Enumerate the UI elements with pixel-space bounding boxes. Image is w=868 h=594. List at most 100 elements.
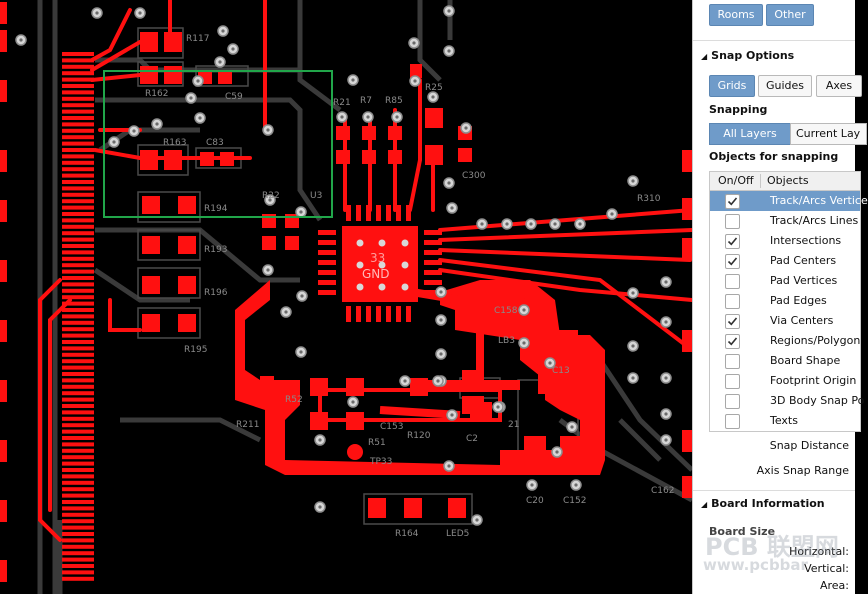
label-r211: R211	[236, 420, 259, 430]
snap-checkbox[interactable]	[725, 294, 740, 309]
collapse-triangle-icon: ◢	[701, 500, 708, 509]
vias[interactable]	[15, 5, 672, 526]
area-label: Area:	[819, 579, 849, 592]
pcb-canvas[interactable]: R117 R162 C59 R163 C83 R194 R193 R196 R1…	[0, 0, 694, 594]
snap-checkbox[interactable]	[725, 374, 740, 389]
smd-pads[interactable]	[140, 32, 692, 518]
board-information-header[interactable]: ◢Board Information	[701, 497, 825, 510]
board-information-title: Board Information	[711, 497, 825, 510]
snap-checkbox[interactable]	[725, 354, 740, 369]
u3-ic[interactable]	[318, 205, 442, 322]
collapse-triangle-icon: ◢	[701, 52, 708, 61]
snap-object-name: Footprint Origin	[770, 374, 857, 387]
snap-object-row[interactable]: Footprint Origin	[710, 371, 860, 391]
label-pad-33: 33	[370, 251, 385, 265]
properties-panel: Rooms Other ◢Snap Options Grids Guides A…	[692, 0, 868, 594]
tab-grids[interactable]: Grids	[709, 75, 755, 97]
label-r51: R51	[368, 438, 386, 448]
label-r195: R195	[184, 345, 207, 355]
label-r120: R120	[407, 431, 431, 441]
snap-distance-label: Snap Distance	[769, 439, 849, 452]
label-r22: R22	[262, 191, 280, 201]
snap-checkbox[interactable]	[725, 394, 740, 409]
label-r196: R196	[204, 288, 228, 298]
tab-axes[interactable]: Axes	[816, 75, 862, 97]
horizontal-label: Horizontal:	[789, 545, 849, 558]
snap-object-name: Track/Arcs Vertice	[770, 194, 868, 207]
snapping-label: Snapping	[709, 103, 768, 116]
snap-checkbox[interactable]	[725, 334, 740, 349]
snap-object-name: Via Centers	[770, 314, 834, 327]
snap-checkbox[interactable]	[725, 214, 740, 229]
label-led5: LED5	[446, 529, 469, 539]
snap-object-row[interactable]: Track/Arcs Lines	[710, 211, 860, 231]
snap-object-row[interactable]: Pad Edges	[710, 291, 860, 311]
label-r117: R117	[186, 34, 209, 44]
snap-checkbox[interactable]	[725, 194, 740, 209]
snap-object-row[interactable]: Via Centers	[710, 311, 860, 331]
label-lb3: LB3	[498, 336, 515, 346]
axis-snap-range-label: Axis Snap Range	[756, 464, 849, 477]
label-c21: 21	[508, 420, 519, 430]
watermark-logo: PCB 联盟网	[705, 533, 839, 561]
label-r85: R85	[385, 96, 403, 106]
checkmark-icon	[727, 237, 738, 246]
snap-object-row[interactable]: Board Shape	[710, 351, 860, 371]
col-objects: Objects	[767, 174, 809, 187]
label-c152: C152	[563, 496, 586, 506]
edge-connector	[0, 2, 94, 582]
watermark-url: www.pcbbar	[703, 556, 808, 574]
other-button[interactable]: Other	[766, 4, 814, 26]
label-r164: R164	[395, 529, 419, 539]
vertical-label: Vertical:	[804, 562, 849, 575]
snap-object-row[interactable]: Pad Vertices	[710, 271, 860, 291]
label-c2: C2	[466, 434, 478, 444]
snap-checkbox[interactable]	[725, 274, 740, 289]
label-r162: R162	[145, 89, 168, 99]
label-c59: C59	[225, 92, 243, 102]
snap-object-name: Track/Arcs Lines	[770, 214, 859, 227]
snap-options-header[interactable]: ◢Snap Options	[701, 49, 794, 62]
checkmark-icon	[727, 257, 738, 266]
snap-checkbox[interactable]	[725, 414, 740, 429]
selection-rectangle[interactable]	[103, 70, 333, 218]
rooms-button[interactable]: Rooms	[709, 4, 763, 26]
label-r21: R21	[333, 98, 351, 108]
label-r310: R310	[637, 194, 661, 204]
seg-all-layers[interactable]: All Layers	[709, 123, 791, 145]
board-size-label: Board Size	[709, 525, 776, 538]
table-header: On/Off Objects	[710, 172, 860, 191]
label-c158: C158	[494, 306, 518, 316]
snap-object-row[interactable]: Track/Arcs Vertice	[710, 191, 868, 211]
checkmark-icon	[727, 337, 738, 346]
snap-object-row[interactable]: Intersections	[710, 231, 860, 251]
label-c300: C300	[462, 171, 486, 181]
snap-object-row[interactable]: 3D Body Snap Po	[710, 391, 864, 411]
tab-guides[interactable]: Guides	[758, 75, 812, 97]
label-c20: C20	[526, 496, 544, 506]
label-r193: R193	[204, 245, 227, 255]
snap-object-name: Pad Edges	[770, 294, 827, 307]
label-tp33: TP33	[369, 457, 392, 467]
snap-checkbox[interactable]	[725, 234, 740, 249]
snap-checkbox[interactable]	[725, 254, 740, 269]
snap-object-row[interactable]: Regions/Polygon	[710, 331, 860, 351]
seg-current-layer[interactable]: Current Lay	[790, 123, 867, 145]
pcb-board[interactable]: R117 R162 C59 R163 C83 R194 R193 R196 R1…	[0, 0, 694, 594]
snap-checkbox[interactable]	[725, 314, 740, 329]
snap-object-name: Intersections	[770, 234, 842, 247]
checkmark-icon	[727, 317, 738, 326]
label-r194: R194	[204, 204, 228, 214]
snap-object-name: Pad Centers	[770, 254, 837, 267]
label-r7: R7	[360, 96, 372, 106]
snap-object-name: Board Shape	[770, 354, 841, 367]
objects-for-snapping-label: Objects for snapping	[709, 150, 839, 163]
label-c83: C83	[206, 138, 224, 148]
snap-object-row[interactable]: Texts	[710, 411, 860, 431]
snap-object-name: 3D Body Snap Po	[770, 394, 865, 407]
label-c153: C153	[380, 422, 403, 432]
snap-object-row[interactable]: Pad Centers	[710, 251, 860, 271]
label-r25: R25	[425, 83, 443, 93]
checkmark-icon	[727, 197, 738, 206]
